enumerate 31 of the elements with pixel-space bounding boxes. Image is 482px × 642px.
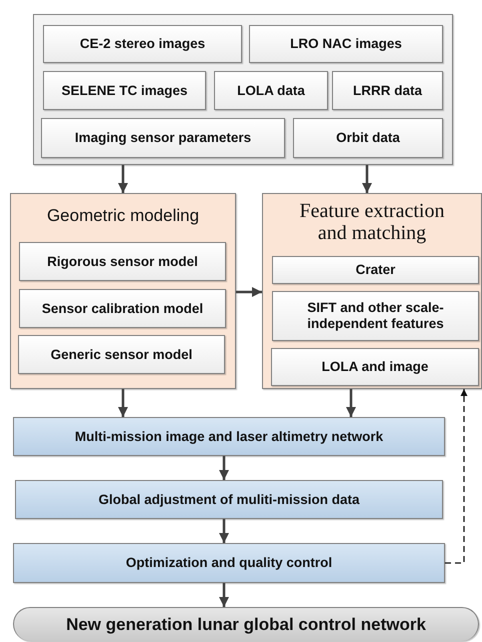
arrow [219,456,229,480]
process-box: SIFT and other scale-independent features [272,291,479,341]
process-box: Multi-mission image and laser altimetry network [13,417,445,456]
process-box: LRO NAC images [249,25,443,63]
arrow [118,389,128,417]
terminal-box: New generation lunar global control network [13,607,479,641]
process-box: CE-2 stereo images [43,25,242,63]
process-box: SELENE TC images [43,71,206,110]
arrow [346,389,356,417]
process-box: Sensor calibration model [19,289,226,328]
process-box: Optimization and quality control [13,543,445,583]
feedback-arrow [445,389,468,564]
arrow [219,583,229,607]
process-panel [10,193,236,389]
input-group-panel [33,14,453,165]
process-box: LOLA and image [271,348,479,386]
process-box: Global adjustment of muliti-mission data [15,480,443,519]
process-box: Crater [272,256,479,284]
process-panel [262,193,482,389]
process-box: LRRR data [332,71,443,110]
process-box: Rigorous sensor model [19,242,226,281]
process-box: Orbit data [293,118,443,158]
process-box: Generic sensor model [18,335,225,374]
arrow [236,287,262,297]
arrow [118,165,128,193]
panel-heading: Geometric modeling [46,206,200,226]
panel-heading: Feature extraction and matching [298,200,446,244]
process-box: Imaging sensor parameters [41,118,285,158]
process-box: LOLA data [214,71,328,110]
arrow [219,519,229,543]
arrow [362,165,372,193]
